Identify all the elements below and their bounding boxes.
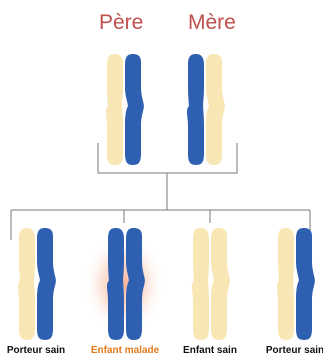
child-label-4: Porteur sain [266,345,323,356]
child-label-2: Enfant malade [91,345,159,356]
mother-label: Mère [188,11,236,35]
child-4-left-chromatid [277,228,294,340]
child-2-left-chromatid [107,228,124,340]
child-3-left-chromatid [192,228,209,340]
parent-2-right-chromatid [206,54,225,165]
parent-2-left-chromatid [187,54,204,165]
child-3-right-chromatid [211,228,230,340]
parent-1-right-chromatid [125,54,144,165]
child-1-right-chromatid [37,228,56,340]
parent-1-left-chromatid [106,54,123,165]
child-1-left-chromatid [18,228,35,340]
father-label: Père [99,11,143,35]
child-label-3: Enfant sain [183,345,237,356]
connector-lines [11,143,310,240]
child-4-right-chromatid [296,228,315,340]
child-label-1: Porteur sain [7,345,65,356]
